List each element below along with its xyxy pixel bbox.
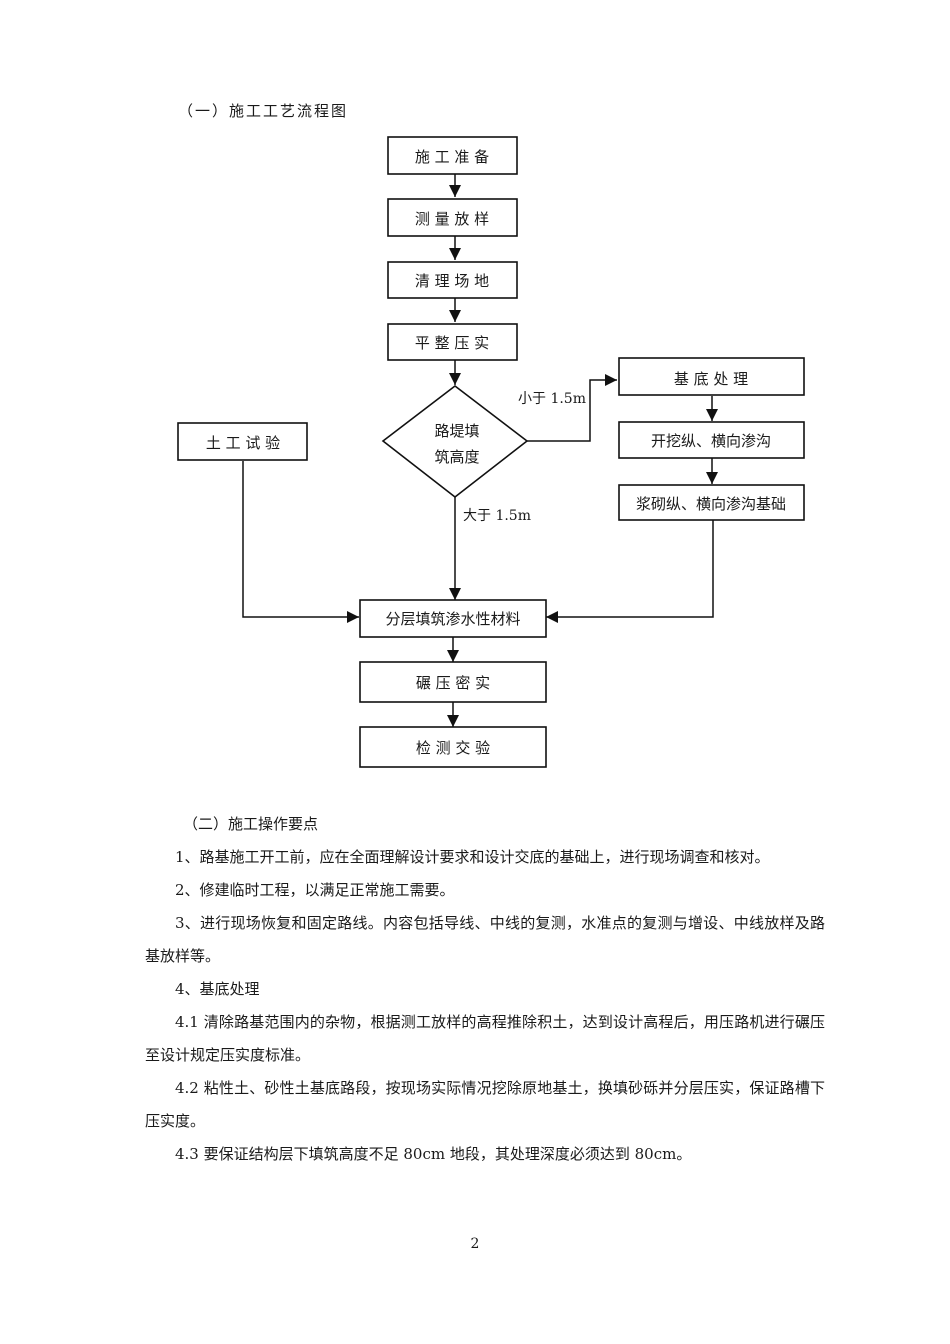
node-prepare-label: 施 工 准 备 — [415, 148, 489, 166]
node-dig-ditch: 开挖纵、横向渗沟 — [618, 421, 805, 459]
node-mortar-ditch: 浆砌纵、横向渗沟基础 — [618, 484, 805, 521]
node-soil-test-label: 土 工 试 验 — [206, 434, 280, 452]
arrow-decision-to-base-treat — [527, 374, 617, 442]
node-mortar-ditch-label: 浆砌纵、横向渗沟基础 — [636, 495, 786, 513]
node-decision-height: 路堤填 筑高度 — [381, 384, 529, 499]
operation-points-section: （二）施工操作要点 1、路基施工开工前，应在全面理解设计要求和设计交底的基础上，… — [145, 808, 825, 1171]
node-layer-fill-label: 分层填筑渗水性材料 — [385, 610, 520, 628]
node-prepare: 施 工 准 备 — [387, 136, 518, 175]
paragraph-4-1: 4.1 清除路基范围内的杂物，根据测工放样的高程推除积土，达到设计高程后，用压路… — [145, 1013, 825, 1064]
node-base-treat-label: 基 底 处 理 — [674, 370, 748, 388]
paragraph-4-3: 4.3 要保证结构层下填筑高度不足 80cm 地段，其处理深度必须达到 80cm… — [175, 1145, 692, 1163]
edge-label-less-than: 小于 1.5m — [518, 391, 586, 407]
node-base-treat: 基 底 处 理 — [618, 357, 805, 396]
node-survey-label: 测 量 放 样 — [415, 210, 489, 228]
arrow-mortar-ditch-to-layer-fill — [546, 520, 714, 623]
node-level-label: 平 整 压 实 — [415, 334, 489, 352]
paragraph-4-2: 4.2 粘性土、砂性土基底路段，按现场实际情况挖除原地基土，换填砂砾并分层压实，… — [145, 1079, 825, 1130]
node-clear: 清 理 场 地 — [387, 261, 518, 299]
page-number: 2 — [470, 1236, 480, 1252]
paragraph-2: 2、修建临时工程，以满足正常施工需要。 — [175, 881, 455, 899]
process-flowchart: 施 工 准 备 测 量 放 样 清 理 场 地 平 整 压 实 路堤填 筑高度 … — [177, 136, 805, 768]
paragraph-4: 4、基底处理 — [175, 980, 260, 998]
node-soil-test: 土 工 试 验 — [177, 422, 308, 461]
paragraph-3: 3、进行现场恢复和固定路线。内容包括导线、中线的复测，水准点的复测与增设、中线放… — [145, 914, 825, 965]
node-inspect: 检 测 交 验 — [359, 726, 547, 768]
node-layer-fill: 分层填筑渗水性材料 — [359, 599, 547, 638]
arrow-soil-test-to-layer-fill — [242, 461, 359, 623]
section-1-title: （一）施工工艺流程图 — [178, 102, 349, 120]
edge-label-greater-than: 大于 1.5m — [463, 508, 531, 524]
node-level: 平 整 压 实 — [387, 323, 518, 361]
node-compact-label: 碾 压 密 实 — [416, 674, 490, 692]
section-2-title: （二）施工操作要点 — [183, 815, 319, 833]
flow-connectors — [242, 174, 718, 727]
node-inspect-label: 检 测 交 验 — [416, 739, 490, 757]
decision-label-line1: 路堤填 — [434, 422, 479, 440]
node-survey: 测 量 放 样 — [387, 198, 518, 237]
paragraph-1: 1、路基施工开工前，应在全面理解设计要求和设计交底的基础上，进行现场调查和核对。 — [175, 848, 770, 866]
decision-label-line2: 筑高度 — [434, 448, 479, 466]
node-compact: 碾 压 密 实 — [359, 661, 547, 703]
node-clear-label: 清 理 场 地 — [415, 272, 489, 290]
node-dig-ditch-label: 开挖纵、横向渗沟 — [651, 432, 771, 450]
